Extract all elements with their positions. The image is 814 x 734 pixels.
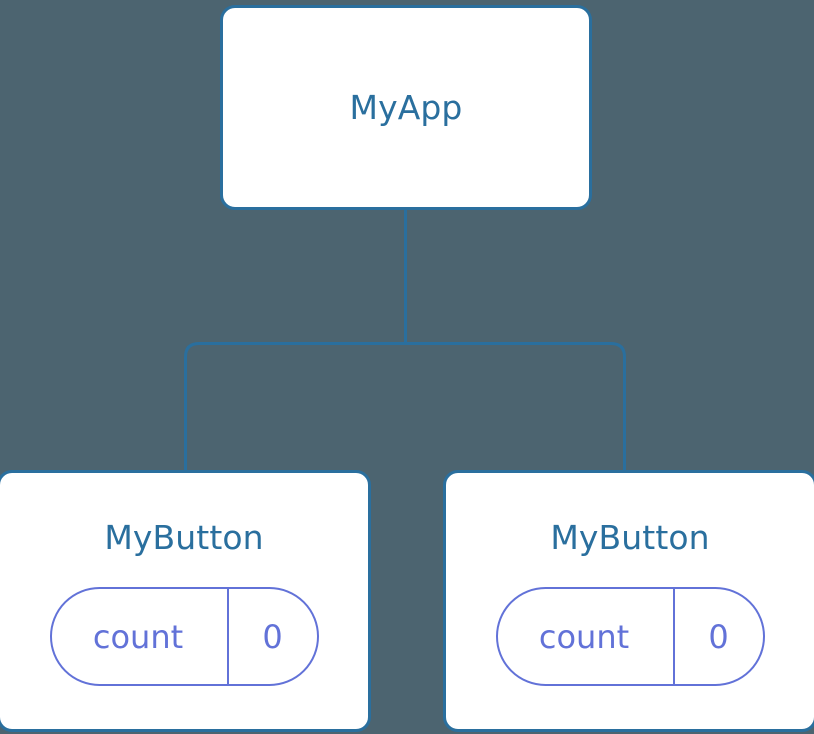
edge-to-child-1 — [405, 342, 626, 471]
state-pill-1[interactable]: count 0 — [495, 587, 765, 686]
state-pill-1-value: 0 — [672, 589, 763, 684]
node-myapp-label: MyApp — [349, 88, 463, 127]
state-pill-0-value: 0 — [226, 589, 317, 684]
edge-to-child-0 — [184, 342, 406, 471]
node-mybutton-1[interactable]: MyButton count 0 — [443, 470, 814, 732]
state-pill-1-key: count — [538, 617, 630, 656]
state-pill-0[interactable]: count 0 — [49, 587, 319, 686]
state-pill-0-key: count — [92, 617, 184, 656]
node-myapp[interactable]: MyApp — [220, 5, 592, 210]
node-mybutton-1-label: MyButton — [550, 518, 710, 557]
node-mybutton-0-label: MyButton — [104, 518, 264, 557]
node-mybutton-0[interactable]: MyButton count 0 — [0, 470, 371, 732]
